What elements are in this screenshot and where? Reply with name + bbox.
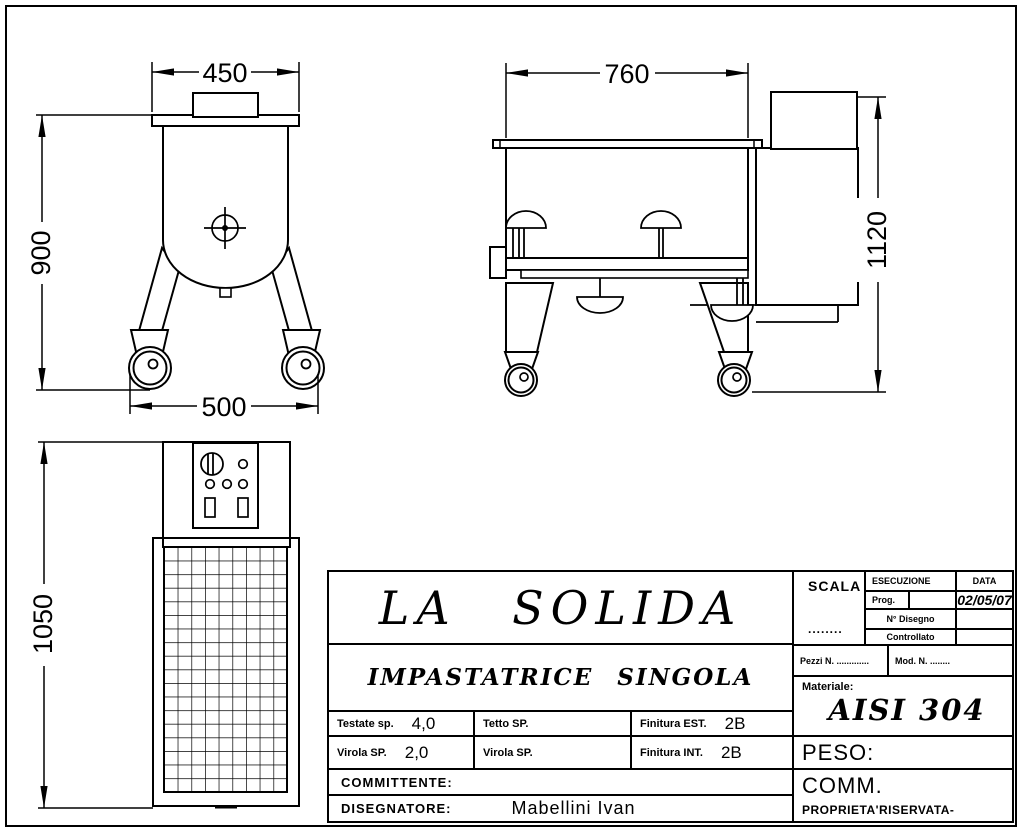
side-left-box <box>489 246 507 279</box>
side-right-wheel <box>717 363 751 397</box>
pezzi-label: Pezzi N. ............. <box>800 655 870 666</box>
side-left-wheel <box>504 363 538 397</box>
scala-label: SCALA <box>808 578 862 594</box>
finitura-int-value: 2B <box>720 742 742 762</box>
pezzi-cell: Pezzi N. ............. <box>792 644 889 677</box>
esecuzione-label: ESECUZIONE <box>872 576 931 586</box>
drawing-title-cell: IMPASTATRICE SINGOLA <box>327 643 794 712</box>
company-name-cell: LA SOLIDA <box>327 570 794 645</box>
indicator-light <box>237 458 249 470</box>
finitura-int-label: Finitura INT. <box>640 746 703 759</box>
committente-label: COMMITTENTE: <box>341 774 453 790</box>
virola-a-label: Virola SP. <box>337 746 387 759</box>
side-left-leg <box>505 282 555 353</box>
drawing-title: IMPASTATRICE SINGOLA <box>367 664 754 691</box>
mixer-body <box>505 147 749 259</box>
finitura-est-label: Finitura EST. <box>640 717 707 730</box>
data-label: DATA <box>972 576 997 586</box>
dimension-1050: 1050 <box>28 441 163 809</box>
dim-label-450: 450 <box>202 58 247 88</box>
mod-label: Mod. N. ........ <box>895 655 950 666</box>
center-mark <box>204 207 246 249</box>
frame-rail <box>505 257 749 271</box>
disegnatore-value: Mabellini Ivan <box>511 798 636 818</box>
dimension-450: 450 <box>151 58 300 112</box>
frame-rail-lower <box>520 269 749 279</box>
dim-label-1120: 1120 <box>862 211 892 269</box>
front-left-wheel <box>128 346 172 390</box>
disegnatore-label: DISEGNATORE: <box>341 801 452 816</box>
testate-cell: Testate sp. 4,0 <box>327 710 475 737</box>
button-lights <box>204 478 249 490</box>
n-disegno-cell: N° Disegno <box>864 608 957 630</box>
dim-label-900: 900 <box>26 230 56 275</box>
sheet-border <box>5 5 1017 827</box>
dim-label-500: 500 <box>201 392 246 422</box>
clamp-bowl-right <box>710 278 754 322</box>
proprieta-label: PROPRIETA'RISERVATA- <box>802 803 955 817</box>
drain-nub <box>219 287 232 298</box>
push-button-right <box>237 497 249 518</box>
mod-cell: Mod. N. ........ <box>887 644 1014 677</box>
data-value: 02/05/07 <box>957 592 1012 608</box>
materiale-cell: Materiale: AISI 304 <box>792 675 1014 737</box>
safety-grille <box>163 546 288 793</box>
n-disegno-value-cell <box>955 608 1014 630</box>
controllato-label: Controllato <box>886 632 935 642</box>
committente-cell: COMMITTENTE: <box>327 768 794 796</box>
materiale-value: AISI 304 <box>828 693 986 727</box>
esecuzione-header-cell: ESECUZIONE <box>864 570 957 592</box>
tetto-label: Tetto SP. <box>483 717 529 730</box>
peso-cell: PESO: <box>792 735 1014 770</box>
virola-a-value: 2,0 <box>404 742 429 762</box>
mixer-tank <box>162 124 289 289</box>
data-value-cell: 02/05/07 <box>955 590 1014 610</box>
push-button-left <box>204 497 216 518</box>
clamp-knob-left <box>505 210 547 258</box>
materiale-label: Materiale: <box>802 681 854 693</box>
data-header-cell: DATA <box>955 570 1014 592</box>
comm-label: COMM. <box>802 773 883 798</box>
top-view: 1050 <box>28 441 300 809</box>
scala-value: ........ <box>808 622 843 636</box>
rotary-knob <box>200 452 224 476</box>
testate-value: 4,0 <box>411 713 436 733</box>
comm-cell: COMM. PROPRIETA'RISERVATA- <box>792 768 1014 823</box>
dimension-500: 500 <box>129 374 319 422</box>
peso-label: PESO: <box>802 739 875 765</box>
dimension-1120: 1120 <box>752 96 892 393</box>
top-shelf <box>492 139 763 149</box>
prog-value-cell <box>908 590 957 610</box>
clamp-knob-right <box>640 210 682 258</box>
virola-a-cell: Virola SP. 2,0 <box>327 735 475 770</box>
motor-housing <box>690 91 859 323</box>
finitura-int-cell: Finitura INT. 2B <box>630 735 794 770</box>
front-right-wheel <box>281 346 325 390</box>
company-name: LA SOLIDA <box>378 580 743 635</box>
lid-top-box <box>192 92 259 118</box>
side-view: 760 1120 <box>489 59 892 397</box>
n-disegno-label: N° Disegno <box>886 614 935 624</box>
dimension-900: 900 <box>26 114 151 391</box>
testate-label: Testate sp. <box>337 717 394 730</box>
title-block: LA SOLIDA IMPASTATRICE SINGOLA Testate s… <box>327 570 1014 823</box>
dim-label-1050: 1050 <box>28 594 58 654</box>
virola-b-label: Virola SP. <box>483 746 533 759</box>
clamp-bowl-left <box>576 278 624 314</box>
finitura-est-cell: Finitura EST. 2B <box>630 710 794 737</box>
virola-b-cell: Virola SP. <box>473 735 632 770</box>
disegnatore-cell: DISEGNATORE: Mabellini Ivan <box>327 794 794 823</box>
tetto-cell: Tetto SP. <box>473 710 632 737</box>
prog-label: Prog. <box>872 595 896 605</box>
finitura-est-value: 2B <box>724 713 746 733</box>
front-view: 450 900 500 <box>26 58 325 422</box>
prog-cell: Prog. <box>864 590 910 610</box>
scala-cell: SCALA ........ <box>792 570 866 646</box>
dimension-760: 760 <box>505 59 749 138</box>
dim-label-760: 760 <box>604 59 649 89</box>
